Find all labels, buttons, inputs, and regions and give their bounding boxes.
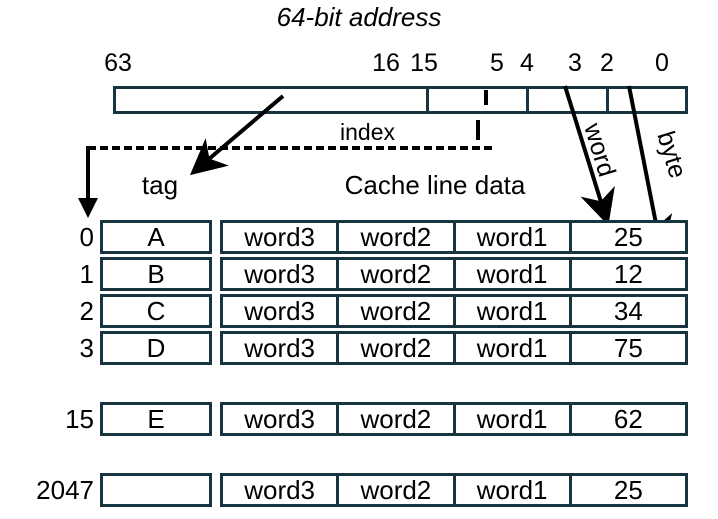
- data-cell-byte: 62: [613, 405, 643, 433]
- data-cell-word1: word1: [456, 223, 572, 251]
- data-cell-byte: 12: [613, 260, 643, 288]
- index-field-dash-mark: [484, 90, 488, 105]
- row-index-label: 1: [79, 259, 94, 289]
- data-cell-word3: word3: [223, 405, 340, 433]
- byte-arrow-label: byte: [651, 128, 692, 182]
- tag-cell: D: [100, 331, 212, 365]
- bit-label-15: 15: [410, 49, 438, 77]
- data-cell-word3: word3: [223, 223, 340, 251]
- address-field-word: [526, 86, 606, 114]
- data-cell-word3: word3: [223, 476, 340, 504]
- data-cell-word1: word1: [456, 476, 572, 504]
- tag-column-header: tag: [141, 170, 179, 200]
- row-index-label: 2: [79, 296, 94, 326]
- address-bar: [113, 86, 688, 114]
- tag-cell: B: [100, 257, 212, 291]
- data-cell-byte: 25: [613, 476, 643, 504]
- data-cell-byte: 34: [613, 297, 643, 325]
- bit-label-5: 5: [490, 49, 504, 77]
- diagram-title: 64-bit address: [276, 2, 442, 32]
- data-cell-word2: word2: [339, 297, 456, 325]
- index-arrow-head: [78, 198, 98, 218]
- address-field-index: [426, 86, 526, 114]
- data-cell-word3: word3: [223, 297, 340, 325]
- row-index-label: 2047: [36, 475, 94, 505]
- data-cell-word1: word1: [456, 405, 572, 433]
- data-cell-byte: 75: [613, 334, 643, 362]
- index-dash-connector-horizontal: [88, 146, 492, 150]
- tag-cell: E: [100, 402, 212, 436]
- address-field-byte: [606, 86, 688, 114]
- data-cell-word1: word1: [456, 297, 572, 325]
- tag-cell: [100, 473, 212, 507]
- tag-cell: C: [100, 294, 212, 328]
- row-index-label: 0: [79, 222, 94, 252]
- data-cell-word2: word2: [339, 223, 456, 251]
- row-index-label: 3: [79, 333, 94, 363]
- bit-label-3: 3: [568, 49, 582, 77]
- bit-label-16: 16: [372, 49, 400, 77]
- data-cell-word2: word2: [339, 476, 456, 504]
- data-cell-word2: word2: [339, 405, 456, 433]
- bit-label-4: 4: [520, 49, 534, 77]
- bit-label-0: 0: [655, 49, 669, 77]
- data-cell-word2: word2: [339, 260, 456, 288]
- cache-line-data-header: Cache line data: [344, 170, 526, 200]
- data-cell-word3: word3: [223, 260, 340, 288]
- tag-cell: A: [100, 220, 212, 254]
- bit-label-2: 2: [600, 49, 614, 77]
- data-cell-word2: word2: [339, 334, 456, 362]
- data-cell-word3: word3: [223, 334, 340, 362]
- data-cell-word1: word1: [456, 334, 572, 362]
- bit-label-63: 63: [104, 49, 132, 77]
- index-arrow-shaft: [86, 146, 90, 204]
- index-field-label: index: [340, 119, 395, 145]
- data-cell-word1: word1: [456, 260, 572, 288]
- data-cell-byte: 25: [613, 223, 643, 251]
- index-dash-connector-vertical: [476, 120, 480, 140]
- row-index-label: 15: [65, 404, 94, 434]
- word-arrow-label: word: [578, 120, 621, 181]
